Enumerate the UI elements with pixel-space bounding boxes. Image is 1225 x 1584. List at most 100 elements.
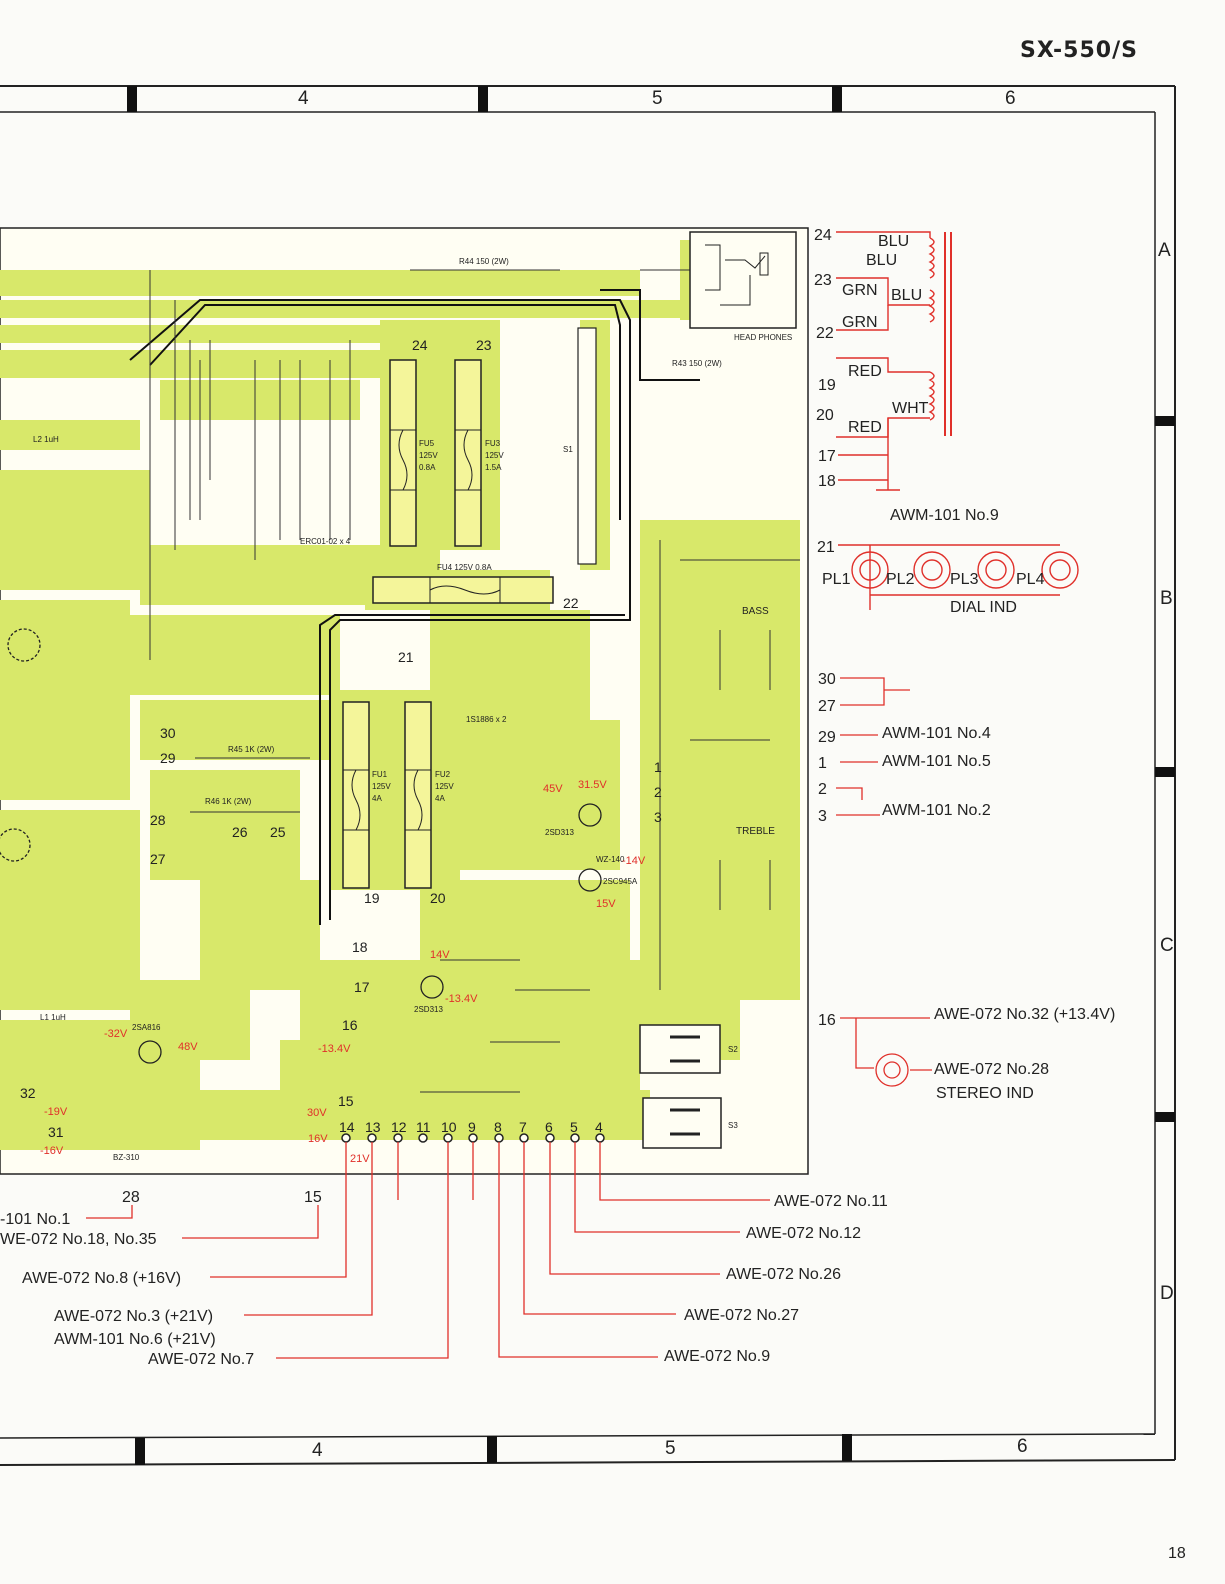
- q15-label: 2SD313: [414, 1005, 443, 1014]
- transformer-pin-19: 19: [818, 377, 836, 394]
- fu3-name: FU3: [485, 439, 501, 448]
- voltage-minus-32v: -32V: [104, 1028, 128, 1040]
- pad-numbers: 24 23 22 21 19 20 18 17 16 15 14 13 12 1…: [20, 337, 662, 1140]
- r44-label: R44 150 (2W): [459, 257, 509, 266]
- pad-21: 21: [398, 649, 414, 665]
- conn-target-awm101-no4: AWM-101 No.4: [882, 725, 991, 742]
- transformer-labels: 24 23 22 19 20 17 18 BLU BLU GRN BLU GRN…: [814, 227, 999, 524]
- voltage-45v: 45V: [543, 783, 563, 795]
- pad-28: 28: [150, 812, 166, 828]
- pad-22: 22: [563, 595, 579, 611]
- q13-label: 2SD313: [545, 828, 574, 837]
- bottom-pin-15: 15: [304, 1189, 322, 1206]
- pad-30: 30: [160, 725, 176, 741]
- dial-labels: 21 PL1 PL2 PL3 PL4 DIAL IND: [817, 539, 1045, 616]
- grid-col-top-5: 5: [652, 88, 663, 109]
- s3-label: S3: [728, 1121, 738, 1130]
- pad-6: 6: [545, 1119, 553, 1135]
- right-connection-lines: [836, 677, 910, 816]
- headphones-label: HEAD PHONES: [734, 333, 792, 342]
- voltage-16v: 16V: [308, 1133, 328, 1145]
- pad-17: 17: [354, 979, 370, 995]
- pad-2: 2: [654, 784, 662, 800]
- fu2-name: FU2: [435, 770, 451, 779]
- pcb-board: [0, 227, 809, 1175]
- q14-label: 2SC945A: [603, 877, 638, 886]
- dial-lamps: [838, 544, 1079, 610]
- grid-col-bottom-4: 4: [312, 1440, 323, 1461]
- bass-label: BASS: [742, 606, 769, 617]
- bottom-target-no9: AWE-072 No.9: [664, 1348, 770, 1365]
- wire-red-1: RED: [848, 363, 882, 380]
- pad-3: 3: [654, 809, 662, 825]
- wire-grn-2: GRN: [842, 314, 878, 331]
- model-title: SX-550/S: [1020, 38, 1138, 63]
- lamp-pl4: PL4: [1016, 571, 1045, 588]
- pad-29: 29: [160, 750, 176, 766]
- erc-label: ERC01-02 x 4: [300, 537, 351, 546]
- voltage-minus-13-4v-b: -13.4V: [318, 1043, 351, 1055]
- board-labels: HEAD PHONES R44 150 (2W) R43 150 (2W) R4…: [33, 257, 792, 1162]
- bottom-target-awm101-no6: AWM-101 No.6 (+21V): [54, 1331, 216, 1348]
- grid-row-d: D: [1160, 1283, 1174, 1304]
- pad-24: 24: [412, 337, 428, 353]
- pad-31: 31: [48, 1124, 64, 1140]
- q16-label: 2SA816: [132, 1023, 161, 1032]
- pad-12: 12: [391, 1119, 407, 1135]
- pad-4: 4: [595, 1119, 603, 1135]
- fu1-voltage: 125V: [372, 782, 391, 791]
- fu3-voltage: 125V: [485, 451, 504, 460]
- d17-label: BZ-310: [113, 1153, 140, 1162]
- pad-11: 11: [416, 1119, 431, 1135]
- voltage-annotations: 45V 31.5V -14V 15V 14V -13.4V -13.4V -32…: [40, 779, 646, 1165]
- transformer-pin-18: 18: [818, 473, 836, 490]
- pad-15: 15: [338, 1093, 354, 1109]
- frame: [0, 85, 1176, 1466]
- bottom-target-awm101-no1: -101 No.1: [0, 1211, 70, 1228]
- lamp-pl1: PL1: [822, 571, 851, 588]
- conn-pin-1: 1: [818, 755, 827, 772]
- bottom-pin-28: 28: [122, 1189, 140, 1206]
- pad-20: 20: [430, 890, 446, 906]
- conn-pin-27: 27: [818, 698, 836, 715]
- stereo-indicator: [840, 1017, 932, 1087]
- pad-5: 5: [570, 1119, 578, 1135]
- wire-blu-2: BLU: [866, 252, 897, 269]
- fu3-rating: 1.5A: [485, 463, 502, 472]
- l1-label: L1 1uH: [40, 1013, 66, 1022]
- conn-pin-29: 29: [818, 729, 836, 746]
- bottom-connection-labels: 28 15 -101 No.1 WE-072 No.18, No.35 AWE-…: [0, 1189, 888, 1368]
- transformer: [836, 231, 952, 491]
- pad-32: 32: [20, 1085, 36, 1101]
- grid-col-top-6: 6: [1005, 88, 1016, 109]
- frame-markers: [127, 86, 1175, 1465]
- page-number: 18: [1168, 1545, 1186, 1562]
- voltage-21v: 21V: [350, 1153, 370, 1165]
- fu5-voltage: 125V: [419, 451, 438, 460]
- voltage-minus-14v: -14V: [622, 855, 646, 867]
- pad-7: 7: [519, 1119, 527, 1135]
- pad-9: 9: [468, 1119, 476, 1135]
- bottom-target-no3: AWE-072 No.3 (+21V): [54, 1308, 213, 1325]
- s2-label: S2: [728, 1045, 738, 1054]
- stereo-target-no32: AWE-072 No.32 (+13.4V): [934, 1006, 1115, 1023]
- fu4-label: FU4 125V 0.8A: [437, 563, 492, 572]
- voltage-15v: 15V: [596, 898, 616, 910]
- wire-red-2: RED: [848, 419, 882, 436]
- voltage-14v: 14V: [430, 949, 450, 961]
- bottom-target-no11: AWE-072 No.11: [774, 1193, 888, 1210]
- dial-pin-21: 21: [817, 539, 835, 556]
- pad-26: 26: [232, 824, 248, 840]
- fu1-name: FU1: [372, 770, 388, 779]
- pad-1: 1: [654, 759, 662, 775]
- r45-label: R45 1K (2W): [228, 745, 275, 754]
- dial-ind-caption: DIAL IND: [950, 599, 1017, 616]
- voltage-minus-13-4v-a: -13.4V: [445, 993, 478, 1005]
- s1-label: S1: [563, 445, 573, 454]
- voltage-minus-19v: -19V: [44, 1106, 68, 1118]
- wire-blu-3: BLU: [891, 287, 922, 304]
- r43-label: R43 150 (2W): [672, 359, 722, 368]
- pad-27: 27: [150, 851, 166, 867]
- fu1-rating: 4A: [372, 794, 382, 803]
